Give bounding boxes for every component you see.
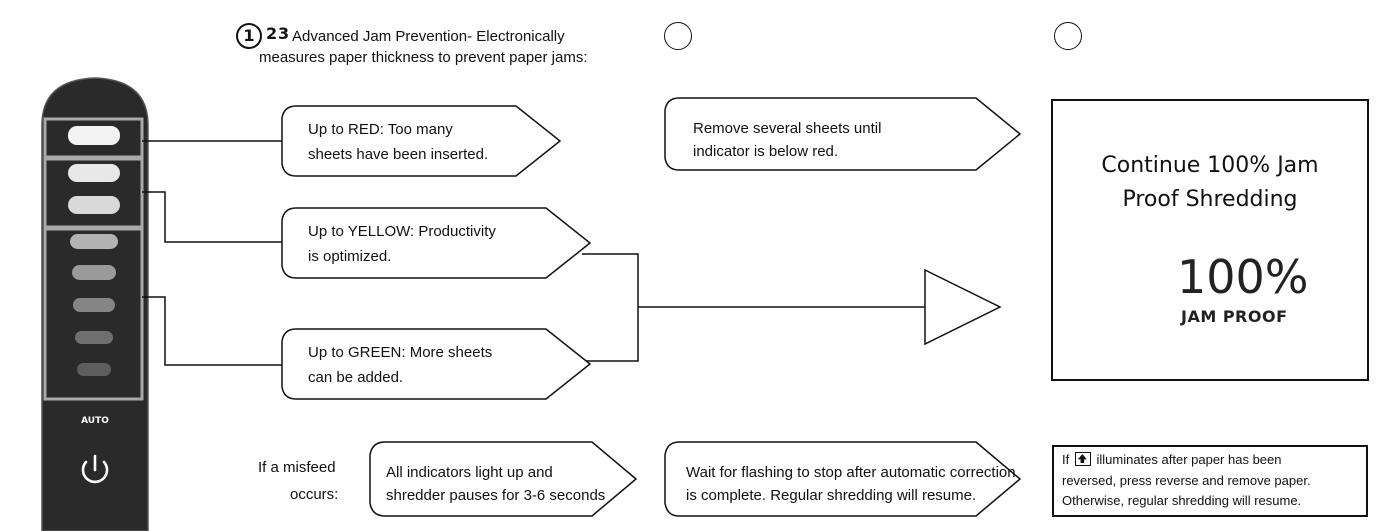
led-green-5 <box>77 363 111 376</box>
jam-proof-percent: 100% <box>1177 250 1309 304</box>
result-title-2: Proof Shredding <box>1122 187 1298 212</box>
led-green-2 <box>72 265 116 280</box>
power-icon <box>81 454 109 484</box>
misfeed-note-box: If illuminates after paper has been reve… <box>1052 445 1368 517</box>
step-circle-3 <box>1054 22 1082 50</box>
note-line-3: Otherwise, regular shredding will resume… <box>1062 493 1302 508</box>
led-yellow-2 <box>68 196 120 214</box>
led-red <box>68 126 120 145</box>
callout-misfeed-1 <box>369 441 638 517</box>
callout-shapes <box>281 97 1022 517</box>
misfeed-label-1: If a misfeed <box>258 459 336 476</box>
red-action-text-2: indicator is below red. <box>693 143 839 160</box>
result-box: Continue 100% Jam Proof Shredding 100% J… <box>1051 99 1369 381</box>
yellow-text-1: Up to YELLOW: Productivity <box>308 223 496 240</box>
callout-green <box>281 328 592 400</box>
misfeed-step1-text-2: shredder pauses for 3-6 seconds <box>386 487 606 504</box>
led-green-1 <box>70 234 118 249</box>
step-number-2: 2 <box>266 24 278 43</box>
green-text-1: Up to GREEN: More sheets <box>308 344 493 361</box>
red-text-1: Up to RED: Too many <box>308 121 453 138</box>
red-text-2: sheets have been inserted. <box>308 146 489 163</box>
led-green-3 <box>73 298 115 312</box>
header-line-2: measures paper thickness to prevent pape… <box>259 49 588 66</box>
note-suffix: illuminates after paper has been <box>1096 452 1282 467</box>
indicator-leds <box>68 126 120 376</box>
big-arrow <box>924 268 1002 346</box>
misfeed-step2-text-2: is complete. Regular shredding will resu… <box>686 487 977 504</box>
jam-proof-label: JAM PROOF <box>1181 307 1288 326</box>
misfeed-step1-text-1: All indicators light up and <box>386 464 553 481</box>
misfeed-label-2: occurs: <box>290 486 339 503</box>
panel-connectors <box>142 140 282 366</box>
reverse-icon <box>1074 452 1091 466</box>
note-line-1: If illuminates after paper has been <box>1062 452 1282 467</box>
led-green-4 <box>75 331 113 344</box>
red-action-text-1: Remove several sheets until <box>693 120 882 137</box>
green-text-2: can be added. <box>308 369 404 386</box>
bracket <box>582 253 925 362</box>
step-number-1: 1 <box>236 23 262 49</box>
note-line-2: reversed, press reverse and remove paper… <box>1062 473 1311 488</box>
callout-red <box>281 105 562 177</box>
step-number-3: 3 <box>278 24 290 43</box>
auto-label: AUTO <box>81 416 109 426</box>
step-circle-2 <box>664 22 692 50</box>
led-yellow-1 <box>68 164 120 182</box>
header-line-1: Advanced Jam Prevention- Electronically <box>292 28 565 45</box>
callout-misfeed-2 <box>664 441 1022 517</box>
yellow-text-2: is optimized. <box>308 248 392 265</box>
callout-yellow <box>281 207 592 279</box>
result-title-1: Continue 100% Jam <box>1101 153 1319 178</box>
misfeed-step2-text-1: Wait for flashing to stop after automati… <box>686 464 1016 481</box>
callout-red-action <box>664 97 1022 171</box>
note-prefix: If <box>1062 452 1070 467</box>
